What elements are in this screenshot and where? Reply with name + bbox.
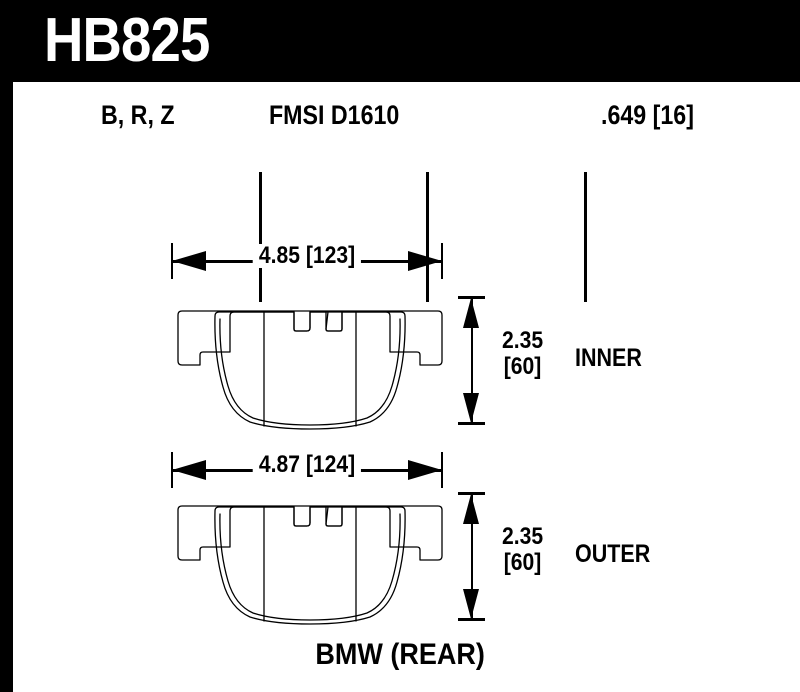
arrow-right-icon: [408, 251, 442, 271]
inner-position-label: INNER: [575, 344, 642, 372]
spec-divider-3: [584, 172, 587, 302]
outer-width-dimension: 4.87 [124]: [171, 452, 443, 488]
header-band: [0, 0, 800, 82]
fmsi-number: FMSI D1610: [269, 100, 400, 130]
vehicle-application-text: BMW (REAR): [315, 638, 485, 671]
inner-width-label: 4.85 [123]: [252, 244, 362, 268]
page-title: HB825: [44, 6, 210, 75]
outer-height-mm: [60]: [503, 549, 542, 576]
inner-width-dimension: 4.85 [123]: [171, 243, 443, 279]
arrow-up-icon: [463, 298, 479, 328]
arrow-left-icon: [172, 460, 206, 480]
arrow-down-icon: [463, 589, 479, 619]
extension-line-right: [441, 452, 443, 488]
vertical-tick-bottom: [458, 618, 485, 621]
outer-height-label: 2.35 [60]: [502, 524, 543, 576]
outer-width-label: 4.87 [124]: [252, 453, 362, 477]
outer-position-label: OUTER: [575, 540, 651, 568]
extension-line-right: [441, 243, 443, 279]
vertical-tick-top: [458, 492, 485, 495]
outer-pad-drawing: [177, 505, 443, 625]
inner-height-mm: [60]: [503, 353, 542, 380]
spec-divider-1: [259, 172, 262, 302]
inner-height-inches: 2.35: [502, 327, 544, 354]
thickness-value: .649 [16]: [601, 100, 694, 130]
vehicle-application: BMW (REAR): [0, 638, 800, 672]
arrow-right-icon: [408, 460, 442, 480]
arrow-left-icon: [172, 251, 206, 271]
vertical-tick-bottom: [458, 422, 485, 425]
compound-codes: B, R, Z: [101, 100, 175, 130]
arrow-down-icon: [463, 393, 479, 423]
spec-row: B, R, Z FMSI D1610 .649 [16]: [13, 82, 800, 302]
inner-height-label: 2.35 [60]: [502, 328, 543, 380]
dimension-bar-vertical: [471, 298, 473, 423]
left-border-rail: [0, 82, 13, 692]
outer-height-inches: 2.35: [502, 523, 544, 550]
vertical-tick-top: [458, 296, 485, 299]
spec-divider-2: [426, 172, 429, 302]
dimension-bar-vertical: [471, 494, 473, 619]
inner-pad-drawing: [177, 310, 443, 430]
arrow-up-icon: [463, 494, 479, 524]
